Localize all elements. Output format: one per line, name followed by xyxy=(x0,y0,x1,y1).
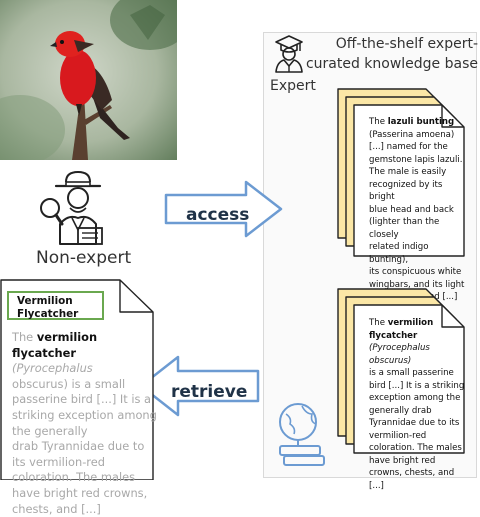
retrieved-document-text: The vermilion flycatcher (Pyrocephalus o… xyxy=(12,330,157,516)
access-arrow xyxy=(164,180,284,242)
document-text-flycatcher: The vermilion flycatcher (Pyrocephalus o… xyxy=(369,318,465,491)
document-stack-bunting xyxy=(336,88,476,272)
non-expert-label: Non-expert xyxy=(36,248,132,268)
retrieve-arrow xyxy=(138,355,260,421)
retrieved-document xyxy=(0,279,160,484)
non-expert-detective-icon xyxy=(38,168,118,250)
retrieved-document-title: Vermilion Flycatcher xyxy=(7,291,104,320)
expert-label: Expert xyxy=(270,78,316,94)
expert-graduate-icon xyxy=(272,34,306,78)
globe-books-icon xyxy=(276,402,330,476)
document-text-bunting: The lazuli bunting (Passerina amoena) [.… xyxy=(369,117,465,302)
document-stack-flycatcher xyxy=(336,288,476,467)
retrieve-label: retrieve xyxy=(171,382,248,402)
vermilion-flycatcher-photo xyxy=(0,0,177,160)
access-label: access xyxy=(186,205,250,225)
knowledge-base-title: Off-the-shelf expert- curated knowledge … xyxy=(305,36,478,72)
